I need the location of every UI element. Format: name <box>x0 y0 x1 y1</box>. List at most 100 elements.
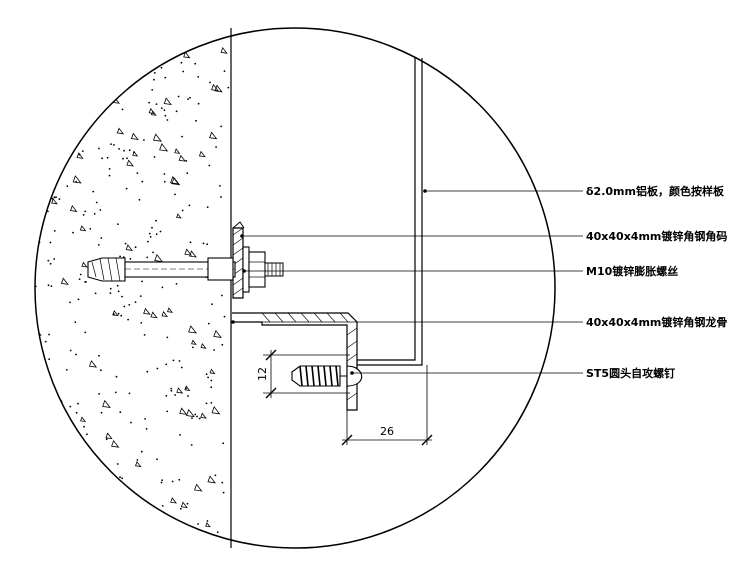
concrete-dot <box>74 118 77 121</box>
concrete-dot <box>143 502 145 504</box>
dimension-screw-spacing <box>263 349 350 399</box>
concrete-dot <box>53 258 56 260</box>
concrete-aggregate <box>132 150 139 157</box>
concrete-dot <box>109 83 112 86</box>
concrete-dot <box>192 346 194 349</box>
concrete-dot <box>53 466 55 469</box>
concrete-dot <box>100 369 102 372</box>
concrete-dot <box>190 444 193 446</box>
concrete-dot <box>181 135 184 138</box>
concrete-dot <box>166 119 169 121</box>
concrete-dot <box>149 236 152 238</box>
callout-keel: 40x40x4mm镀锌角钢龙骨 <box>586 315 727 329</box>
concrete-dot <box>45 38 48 40</box>
concrete-dot <box>140 39 142 42</box>
concrete-dot <box>160 31 162 33</box>
concrete-aggregate <box>38 455 48 465</box>
concrete-dot <box>223 70 226 72</box>
concrete-dot <box>128 304 131 306</box>
concrete-aggregate <box>123 528 133 538</box>
concrete-dot <box>146 256 149 259</box>
concrete-aggregate <box>214 84 223 93</box>
concrete-dot <box>206 206 209 209</box>
concrete-dot <box>84 210 87 213</box>
concrete-dot <box>88 546 90 548</box>
concrete-dot <box>119 74 121 76</box>
concrete-dot <box>180 366 183 369</box>
concrete-dot <box>77 520 79 523</box>
concrete-dot <box>110 143 112 146</box>
concrete-dot <box>76 486 79 489</box>
concrete-dot <box>219 28 221 30</box>
concrete-aggregate <box>159 143 169 152</box>
concrete-dot <box>40 160 43 163</box>
concrete-aggregate <box>154 253 164 263</box>
angle-bracket-hatch <box>232 227 244 296</box>
concrete-dot <box>45 62 48 65</box>
concrete-dot <box>58 114 61 116</box>
concrete-dot <box>137 498 139 501</box>
concrete-dot <box>187 395 189 397</box>
concrete-dot <box>46 185 49 188</box>
concrete-dot <box>116 284 119 287</box>
concrete-dot <box>209 81 211 84</box>
concrete-aggregate <box>134 461 142 468</box>
concrete-dot <box>219 185 221 187</box>
concrete-dot <box>138 541 140 544</box>
concrete-dot <box>136 172 139 175</box>
concrete-dot <box>155 233 158 236</box>
concrete-dot <box>98 535 101 538</box>
concrete-dot <box>67 437 70 439</box>
concrete-dot <box>95 201 98 204</box>
concrete-dot <box>152 59 155 62</box>
concrete-dot <box>31 214 33 216</box>
concrete-dot <box>39 210 42 212</box>
concrete-dot <box>164 114 167 117</box>
concrete-dot <box>185 160 188 162</box>
concrete-dot <box>199 42 202 44</box>
concrete-dot <box>89 228 92 230</box>
concrete-dot <box>194 413 197 416</box>
concrete-dot <box>44 340 47 343</box>
concrete-dot <box>62 46 65 49</box>
concrete-dot <box>65 369 68 371</box>
concrete-dot <box>143 334 146 336</box>
concrete-aggregate <box>143 307 151 315</box>
concrete-dot <box>146 370 149 373</box>
concrete-dot <box>59 429 62 431</box>
concrete-aggregate <box>35 209 43 217</box>
concrete-aggregate <box>207 475 216 484</box>
concrete-aggregate <box>51 198 58 205</box>
bracket-top-lip <box>232 221 245 229</box>
concrete-dot <box>213 349 216 351</box>
concrete-aggregate <box>184 248 193 256</box>
concrete-dot <box>101 157 103 160</box>
concrete-dot <box>195 119 197 122</box>
concrete-dot <box>81 150 84 153</box>
concrete-dot <box>175 110 178 113</box>
concrete-dot <box>181 209 184 212</box>
concrete-dot <box>137 54 140 57</box>
concrete-aggregate <box>161 310 169 317</box>
concrete-dot <box>42 92 45 94</box>
concrete-dot <box>46 100 49 103</box>
concrete-dot <box>178 478 181 481</box>
concrete-dot <box>105 74 107 76</box>
concrete-dot <box>49 262 52 265</box>
concrete-dot <box>117 71 120 74</box>
concrete-aggregate <box>178 154 187 162</box>
concrete-dot <box>75 411 78 414</box>
concrete-dot <box>87 91 90 94</box>
concrete-dot <box>48 333 50 336</box>
concrete-dot <box>220 196 222 198</box>
concrete-dot <box>90 499 92 501</box>
concrete-dot <box>123 305 126 308</box>
callout-angle-bracket: 40x40x4mm镀锌角钢角码 <box>586 229 727 243</box>
concrete-aggregate <box>153 522 162 531</box>
concrete-dot <box>170 387 173 390</box>
concrete-dot <box>52 154 54 156</box>
concrete-aggregate <box>72 175 82 184</box>
concrete-aggregate <box>77 493 84 499</box>
concrete-dot <box>121 295 123 298</box>
